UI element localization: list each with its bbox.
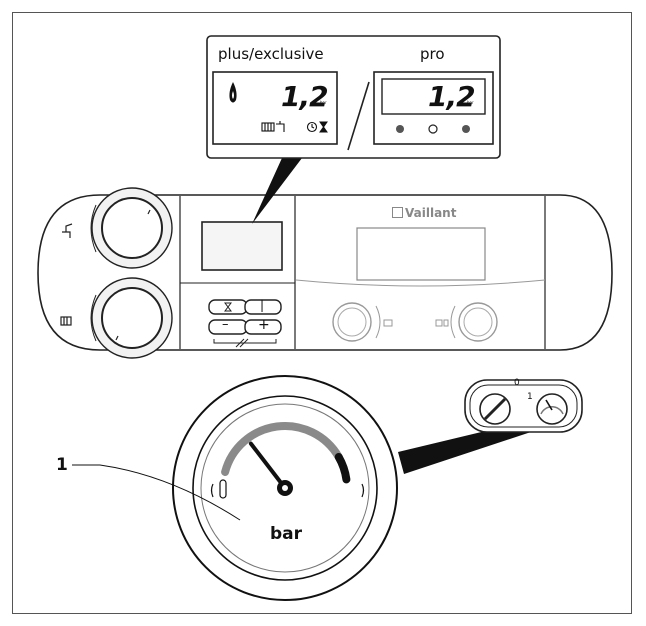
small-pressure-gauge bbox=[536, 393, 568, 425]
button-plus[interactable] bbox=[244, 319, 282, 335]
gauge-min-marker-left bbox=[210, 483, 214, 498]
pro-led-3 bbox=[462, 125, 470, 133]
gauge-min-marker bbox=[219, 479, 227, 499]
button-hourglass[interactable] bbox=[208, 299, 248, 315]
lcd-plus-unit: bar bbox=[320, 100, 327, 105]
gauge-max-marker bbox=[361, 483, 365, 498]
reset-symbol bbox=[235, 338, 249, 348]
gauge-unit-label: bar bbox=[270, 524, 303, 544]
lcd-pro-screen bbox=[381, 78, 486, 115]
main-switch[interactable] bbox=[479, 393, 511, 425]
lcd-pro-pressure-value: 1,2 bbox=[428, 80, 476, 113]
hourglass-status-icon bbox=[319, 121, 328, 133]
button-plus-label: + bbox=[258, 317, 270, 333]
lcd-pro-unit: bar bbox=[467, 100, 474, 105]
hot-water-tap-icon bbox=[62, 223, 73, 238]
radiator-icon bbox=[60, 316, 72, 326]
radiator-status-icon bbox=[261, 122, 275, 132]
switch-label-one: 1 bbox=[527, 392, 533, 402]
switch-label-zero: 0 bbox=[514, 378, 520, 388]
heating-knob-left[interactable] bbox=[91, 277, 173, 359]
heating-water-knob-left[interactable] bbox=[91, 187, 173, 269]
gauge-needle bbox=[248, 441, 287, 490]
clock-status-icon bbox=[306, 121, 318, 133]
brand-logo: Vaillant bbox=[392, 206, 456, 220]
annotation-marker-1: 1 bbox=[56, 455, 68, 475]
button-top-right-label: | bbox=[260, 298, 265, 312]
knob-right-2[interactable] bbox=[458, 302, 498, 342]
panel-display-window bbox=[201, 221, 283, 271]
variant-separator bbox=[347, 81, 370, 151]
button-top-right[interactable] bbox=[244, 299, 282, 315]
variant-label-pro: pro bbox=[420, 45, 445, 63]
flame-icon bbox=[229, 82, 237, 103]
button-pair-bracket bbox=[213, 339, 277, 344]
radiator-icon-right bbox=[383, 319, 393, 327]
main-display-window bbox=[356, 227, 486, 281]
gauge-range-arc bbox=[221, 422, 343, 476]
pro-led-2 bbox=[428, 124, 438, 134]
pro-led-1 bbox=[396, 125, 404, 133]
callout-pointer bbox=[252, 158, 302, 224]
tap-status-icon bbox=[276, 121, 285, 132]
knob-right-1[interactable] bbox=[332, 302, 372, 342]
gauge-range-arc-end bbox=[334, 453, 351, 484]
lcd-plus-pressure-value: 1,2 bbox=[281, 80, 329, 113]
figure-frame bbox=[12, 12, 632, 614]
tap-icon-right bbox=[435, 319, 449, 327]
button-minus-label: – bbox=[222, 317, 229, 332]
pressure-gauge bbox=[172, 375, 398, 601]
variant-label-plus-exclusive: plus/exclusive bbox=[218, 45, 324, 63]
leader-line-1 bbox=[72, 464, 241, 521]
